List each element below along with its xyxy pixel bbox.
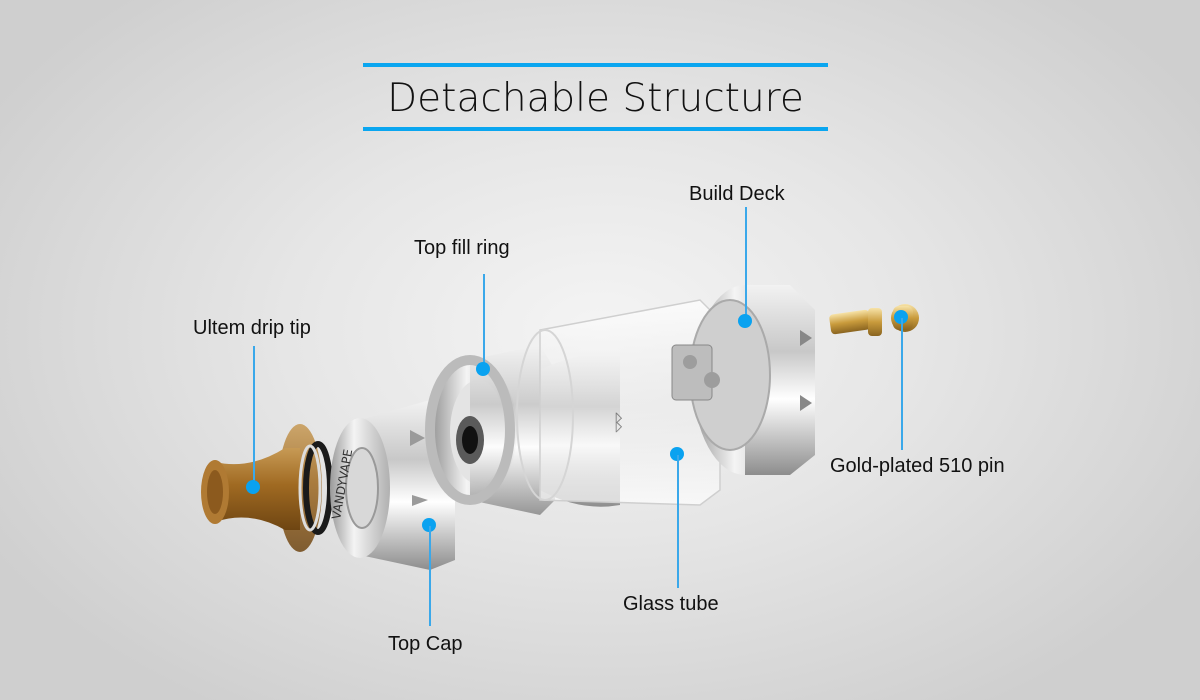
callout-label-glass-tube: Glass tube [623, 593, 719, 615]
glass-tube-part [516, 299, 721, 506]
title-rule-top [363, 63, 828, 67]
callout-dot-gold-plated-510-pin [894, 310, 908, 324]
page-title: Detachable Structure [387, 76, 804, 121]
callout-line-glass-tube [677, 455, 679, 588]
callout-dot-ultem-drip-tip [246, 480, 260, 494]
callout-dot-top-cap [422, 518, 436, 532]
callout-label-build-deck: Build Deck [689, 183, 785, 205]
callout-line-top-fill-ring [483, 274, 485, 368]
title-rule-bottom [363, 127, 828, 131]
callout-label-top-cap: Top Cap [388, 633, 463, 655]
callout-line-ultem-drip-tip [253, 346, 255, 486]
callout-line-gold-plated-510-pin [901, 318, 903, 450]
callout-dot-glass-tube [670, 447, 684, 461]
callout-label-ultem-drip-tip: Ultem drip tip [193, 317, 311, 339]
title-block: Detachable Structure [363, 63, 828, 133]
callout-line-top-cap [429, 526, 431, 626]
top-fill-ring-part [425, 345, 555, 515]
build-deck-part [671, 285, 815, 475]
callout-line-build-deck [745, 207, 747, 320]
callout-dot-top-fill-ring [476, 362, 490, 376]
callout-label-top-fill-ring: Top fill ring [414, 237, 510, 259]
drip-tip-part [201, 424, 333, 552]
callout-label-gold-plated-510-pin: Gold-plated 510 pin [830, 455, 1005, 477]
callout-dot-build-deck [738, 314, 752, 328]
